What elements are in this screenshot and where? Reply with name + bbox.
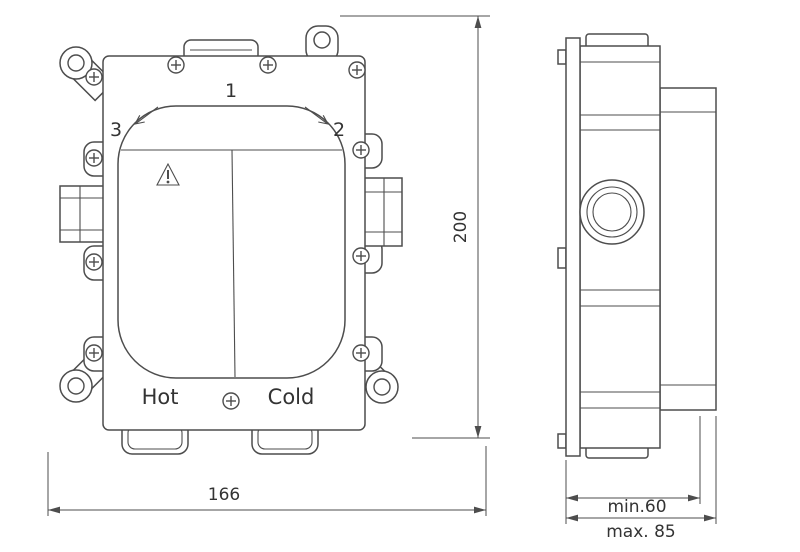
step-2-label: 2 <box>333 119 345 141</box>
step-direction-arrow-right <box>304 106 330 125</box>
hot-label: Hot <box>142 385 179 409</box>
valve-body-side <box>579 45 661 449</box>
phillips-screw-icon <box>348 61 366 79</box>
height-dimension-label: 200 <box>451 211 471 243</box>
phillips-screw-icon <box>85 68 103 86</box>
phillips-screw-icon <box>352 247 370 265</box>
plaster-guard-vertical-line <box>231 149 236 378</box>
max-depth-label: max. 85 <box>606 522 675 542</box>
phillips-screw-icon <box>167 56 185 74</box>
dimension-height: 200 <box>340 15 490 439</box>
phillips-screw-icon <box>222 392 240 410</box>
flange-lug-side <box>557 49 567 65</box>
min-depth-label: min.60 <box>607 497 666 517</box>
step-1-label: 1 <box>225 80 237 102</box>
step-direction-arrow-left <box>133 106 159 125</box>
front-view: 1 3 2 Hot Cold <box>52 25 406 455</box>
phillips-screw-icon <box>352 344 370 362</box>
step-3-label: 3 <box>110 119 122 141</box>
width-dimension-label: 166 <box>208 485 240 505</box>
phillips-screw-icon <box>85 344 103 362</box>
phillips-screw-icon <box>85 149 103 167</box>
phillips-screw-icon <box>352 141 370 159</box>
mounting-flange-edge <box>565 37 581 457</box>
dimension-min-depth: min.60 <box>565 416 701 524</box>
plaster-guard <box>117 105 346 379</box>
dimension-width: 166 <box>47 446 487 516</box>
side-port-circles <box>579 179 645 245</box>
side-view <box>557 33 717 459</box>
warning-triangle-icon <box>156 162 180 186</box>
cold-label: Cold <box>268 385 315 409</box>
wall-depth-block <box>659 87 717 411</box>
phillips-screw-icon <box>259 56 277 74</box>
flange-lug-side <box>557 247 567 269</box>
phillips-screw-icon <box>85 253 103 271</box>
mounting-ear-top-right <box>305 25 339 63</box>
dimension-max-depth: max. 85 <box>566 416 717 542</box>
flange-lug-side <box>557 433 567 449</box>
left-inlet-port <box>59 185 111 243</box>
